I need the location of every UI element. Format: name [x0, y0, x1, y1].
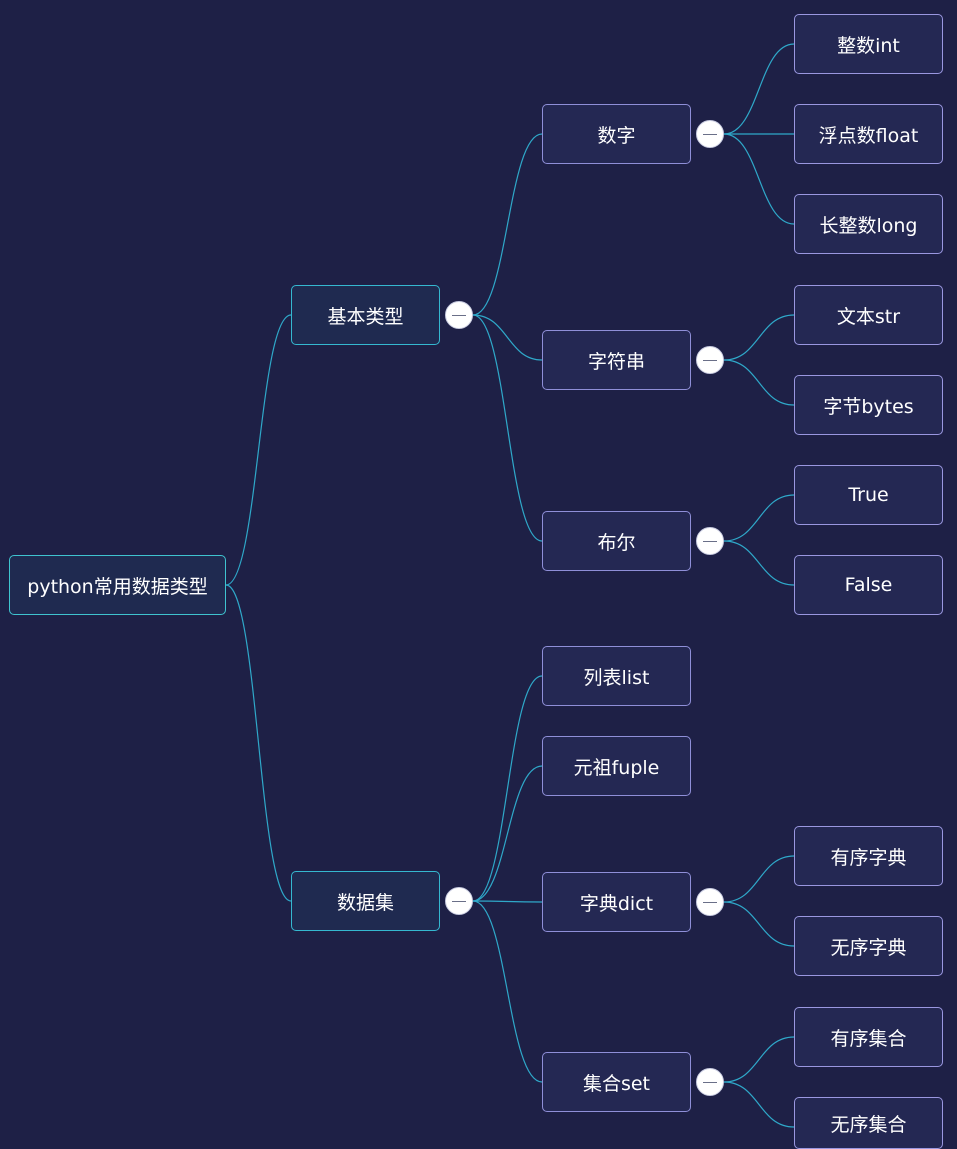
node-number[interactable]: 数字: [542, 104, 691, 164]
leaf-true[interactable]: True: [794, 465, 943, 525]
connector-line-1: [225, 584, 292, 902]
connector-line-17: [723, 901, 795, 947]
connector-line-3: [472, 314, 543, 361]
leaf-unordered-dict[interactable]: 无序字典: [794, 916, 943, 976]
leaf-float[interactable]: 浮点数float: [794, 104, 943, 164]
connector-line-19: [723, 1081, 795, 1128]
collapse-bool-button[interactable]: [696, 527, 724, 555]
collapse-basic-types-button[interactable]: [445, 301, 473, 329]
leaf-int[interactable]: 整数int: [794, 14, 943, 74]
connector-line-15: [723, 540, 795, 586]
node-string[interactable]: 字符串: [542, 330, 691, 390]
connector-line-9: [723, 43, 795, 135]
leaf-long[interactable]: 长整数long: [794, 194, 943, 254]
node-basic-types[interactable]: 基本类型: [291, 285, 440, 345]
collapse-dict-button[interactable]: [696, 888, 724, 916]
connector-line-16: [723, 855, 795, 903]
node-set[interactable]: 集合set: [542, 1052, 691, 1112]
connector-line-5: [472, 675, 543, 902]
node-list[interactable]: 列表list: [542, 646, 691, 706]
leaf-ordered-dict[interactable]: 有序字典: [794, 826, 943, 886]
connector-line-14: [723, 494, 795, 542]
collapse-set-button[interactable]: [696, 1068, 724, 1096]
connector-line-13: [723, 359, 795, 406]
connector-line-18: [723, 1036, 795, 1083]
leaf-str[interactable]: 文本str: [794, 285, 943, 345]
connector-line-0: [225, 314, 292, 586]
connector-line-4: [472, 314, 543, 542]
root-node[interactable]: python常用数据类型: [9, 555, 226, 615]
connector-line-7: [472, 900, 543, 903]
node-collections[interactable]: 数据集: [291, 871, 440, 931]
connector-line-12: [723, 314, 795, 361]
leaf-false[interactable]: False: [794, 555, 943, 615]
collapse-collections-button[interactable]: [445, 887, 473, 915]
node-bool[interactable]: 布尔: [542, 511, 691, 571]
node-dict[interactable]: 字典dict: [542, 872, 691, 932]
node-tuple[interactable]: 元祖fuple: [542, 736, 691, 796]
connector-line-8: [472, 900, 543, 1083]
leaf-ordered-set[interactable]: 有序集合: [794, 1007, 943, 1067]
connector-line-11: [723, 133, 795, 225]
collapse-string-button[interactable]: [696, 346, 724, 374]
connector-line-6: [472, 765, 543, 902]
leaf-bytes[interactable]: 字节bytes: [794, 375, 943, 435]
leaf-unordered-set[interactable]: 无序集合: [794, 1097, 943, 1149]
collapse-number-button[interactable]: [696, 120, 724, 148]
connector-line-2: [472, 133, 543, 316]
